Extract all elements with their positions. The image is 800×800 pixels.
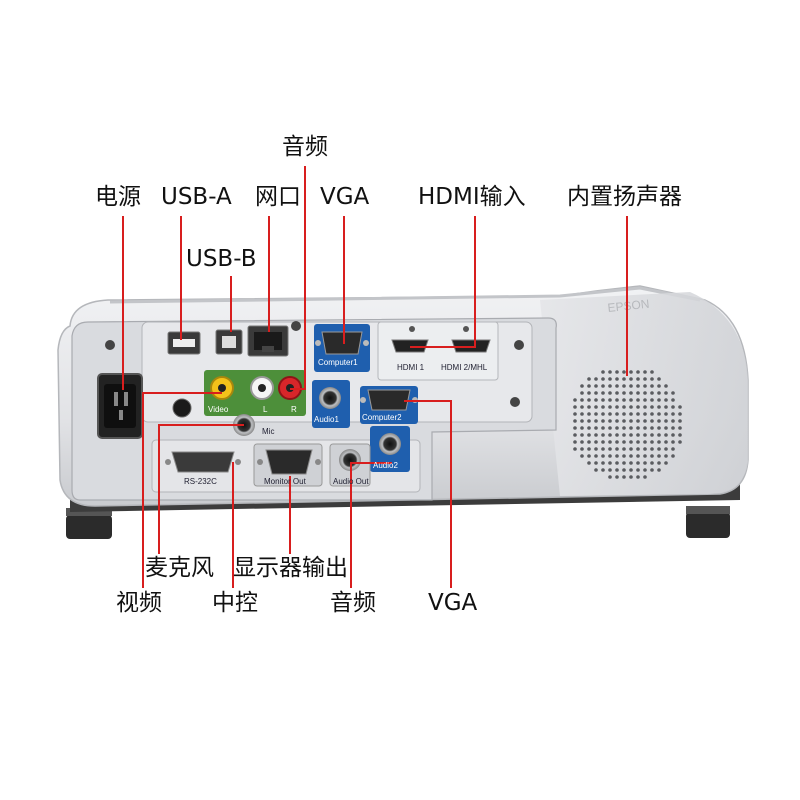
audio2-label: Audio2 [373,461,398,470]
leader-vga-bottom-h [404,400,452,402]
leader-vga-top [343,216,345,344]
leader-vga-bottom [450,400,452,588]
computer2-label: Computer2 [362,413,402,422]
leader-audio-bottom [350,462,352,588]
label-vga-top: VGA [320,184,370,210]
right-foot [686,512,730,538]
label-usb-b: USB-B [186,246,257,272]
leader-mic-h [158,424,244,426]
leader-audio-bottom-h [350,462,392,464]
monitor-out-port [265,449,313,475]
leader-audio-top [304,166,306,388]
left-foot [66,515,112,539]
leader-monitor [289,476,291,554]
audio-out-label: Audio Out [333,477,369,486]
label-video: 视频 [116,590,162,616]
leader-power [122,216,124,390]
leader-video-h [142,392,222,394]
leader-lan [268,216,270,332]
label-audio-top: 音频 [282,134,328,160]
hdmi2-label: HDMI 2/MHL [441,363,488,372]
label-monitor-out: 显示器输出 [233,555,348,581]
label-mic: 麦克风 [145,555,214,581]
label-power: 电源 [95,184,141,210]
label-lan: 网口 [255,184,301,210]
leader-control [232,462,234,588]
left-port-label: L [263,405,268,414]
label-usb-a: USB-A [161,184,232,210]
hdmi1-label: HDMI 1 [397,363,425,372]
video-port-label: Video [208,405,229,414]
label-vga-bottom: VGA [428,590,478,616]
rs232c-label: RS-232C [184,477,217,486]
leader-hdmi-h [410,346,476,348]
monitor-out-label: Monitor Out [264,477,306,486]
hdmi-module [377,321,499,381]
audio-out-jack [339,449,361,471]
mic-label: Mic [262,427,275,436]
label-speaker: 内置扬声器 [567,184,682,210]
speaker-grille [573,370,682,479]
leader-mic [158,424,160,554]
label-control: 中控 [212,590,258,616]
leader-video [142,392,144,588]
leader-usb-a [180,216,182,340]
leader-speaker [626,216,628,376]
svg-text:EPSON: EPSON [607,297,650,315]
right-port-label: R [291,405,297,414]
leader-hdmi [474,216,476,346]
rs232c-port [171,451,235,473]
audio1-label: Audio1 [314,415,339,424]
leader-audio-top-h [290,388,306,390]
computer1-label: Computer1 [318,358,358,367]
label-hdmi: HDMI输入 [418,184,526,210]
label-audio-bottom: 音频 [330,590,376,616]
leader-usb-b [230,276,232,332]
mic-jack [233,414,255,436]
